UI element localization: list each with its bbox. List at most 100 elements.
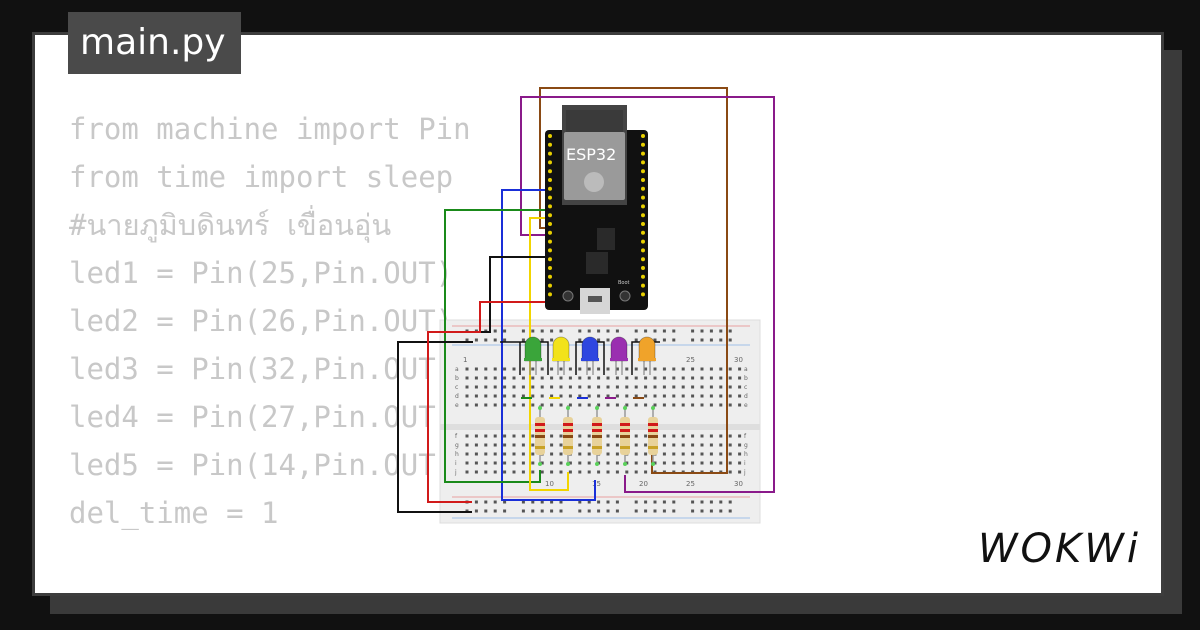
- bb-hole: [700, 385, 704, 389]
- bb-hole: [578, 452, 582, 456]
- bb-hole: [644, 509, 648, 513]
- bb-hole: [634, 403, 638, 407]
- bb-hole: [662, 461, 666, 465]
- resistor[interactable]: [563, 405, 573, 466]
- bb-hole: [634, 394, 638, 398]
- resistor[interactable]: [620, 405, 630, 466]
- bb-hole: [606, 394, 610, 398]
- board-pin: [641, 151, 645, 156]
- bb-hole: [474, 509, 478, 513]
- bb-hole: [465, 376, 469, 380]
- bb-hole: [672, 394, 676, 398]
- breadboard-holes: [465, 329, 742, 513]
- bb-hole: [681, 443, 685, 447]
- bb-hole: [672, 385, 676, 389]
- board-pin: [641, 204, 645, 209]
- bb-hole: [709, 367, 713, 371]
- bb-hole: [691, 509, 695, 513]
- led-4[interactable]: [610, 336, 628, 375]
- bb-row-letter: b: [744, 375, 748, 382]
- bb-hole: [484, 443, 488, 447]
- bb-hole: [709, 338, 713, 342]
- bb-hole: [587, 394, 591, 398]
- bb-hole: [691, 434, 695, 438]
- bb-hole: [597, 329, 601, 333]
- resistor[interactable]: [592, 405, 602, 466]
- bb-hole: [540, 500, 544, 504]
- bb-hole: [521, 434, 525, 438]
- bb-hole: [465, 403, 469, 407]
- resistor[interactable]: [648, 405, 658, 466]
- bb-hole: [484, 500, 488, 504]
- bb-hole: [615, 394, 619, 398]
- bb-hole: [709, 329, 713, 333]
- bb-hole: [540, 403, 544, 407]
- bb-hole: [719, 367, 723, 371]
- bb-hole: [653, 500, 657, 504]
- bb-row-letter: h: [455, 451, 459, 458]
- board-pin: [548, 142, 552, 147]
- bb-hole: [728, 461, 732, 465]
- bb-hole: [512, 452, 516, 456]
- bb-hole: [550, 434, 554, 438]
- bb-hole: [709, 394, 713, 398]
- code-line: while True:: [69, 585, 471, 593]
- bb-hole: [503, 394, 507, 398]
- board-pin: [548, 292, 552, 297]
- led-1[interactable]: [524, 336, 542, 375]
- bb-hole: [587, 470, 591, 474]
- bb-row-letter: j: [743, 469, 746, 476]
- esp32-board[interactable]: ESP32 Boot: [545, 105, 648, 314]
- bb-hole: [559, 367, 563, 371]
- bb-hole: [700, 376, 704, 380]
- bb-hole: [474, 338, 478, 342]
- bb-hole: [531, 329, 535, 333]
- bb-hole: [606, 434, 610, 438]
- bb-hole: [691, 452, 695, 456]
- bb-hole: [672, 403, 676, 407]
- bb-hole: [709, 461, 713, 465]
- bb-hole: [728, 443, 732, 447]
- bb-hole: [531, 434, 535, 438]
- bb-hole: [484, 394, 488, 398]
- bb-hole: [681, 385, 685, 389]
- code-line: [69, 537, 471, 585]
- bb-hole: [512, 443, 516, 447]
- bb-hole: [634, 461, 638, 465]
- code-line: led3 = Pin(32,Pin.OUT): [69, 352, 454, 386]
- led-5[interactable]: [638, 336, 656, 375]
- bb-hole: [493, 403, 497, 407]
- bb-col-25: 25: [686, 356, 695, 364]
- bb-hole: [738, 394, 742, 398]
- bb-row-letter: g: [744, 442, 748, 449]
- bb-row-letter: j: [454, 469, 457, 476]
- led-2[interactable]: [552, 336, 570, 375]
- board-pin: [641, 222, 645, 226]
- bb-hole: [615, 329, 619, 333]
- board-pin: [548, 266, 552, 270]
- board-pin: [641, 169, 645, 174]
- bb-hole: [728, 470, 732, 474]
- bb-hole: [512, 376, 516, 380]
- bb-hole: [578, 500, 582, 504]
- bb-hole: [493, 509, 497, 513]
- bb-hole: [503, 367, 507, 371]
- bb-hole: [700, 452, 704, 456]
- bb-hole: [597, 385, 601, 389]
- bb-hole: [484, 367, 488, 371]
- bb-hole: [615, 376, 619, 380]
- resistor[interactable]: [535, 405, 545, 466]
- bb-hole: [484, 385, 488, 389]
- bb-row-letter: i: [744, 460, 746, 467]
- bb-hole: [700, 443, 704, 447]
- bb-hole: [568, 385, 572, 389]
- bb-hole: [691, 403, 695, 407]
- file-tab[interactable]: main.py: [68, 12, 241, 74]
- bb-hole: [681, 394, 685, 398]
- bb-hole: [738, 403, 742, 407]
- bb-hole: [719, 434, 723, 438]
- bb-hole: [578, 394, 582, 398]
- bb-hole: [550, 452, 554, 456]
- led-3[interactable]: [581, 336, 599, 375]
